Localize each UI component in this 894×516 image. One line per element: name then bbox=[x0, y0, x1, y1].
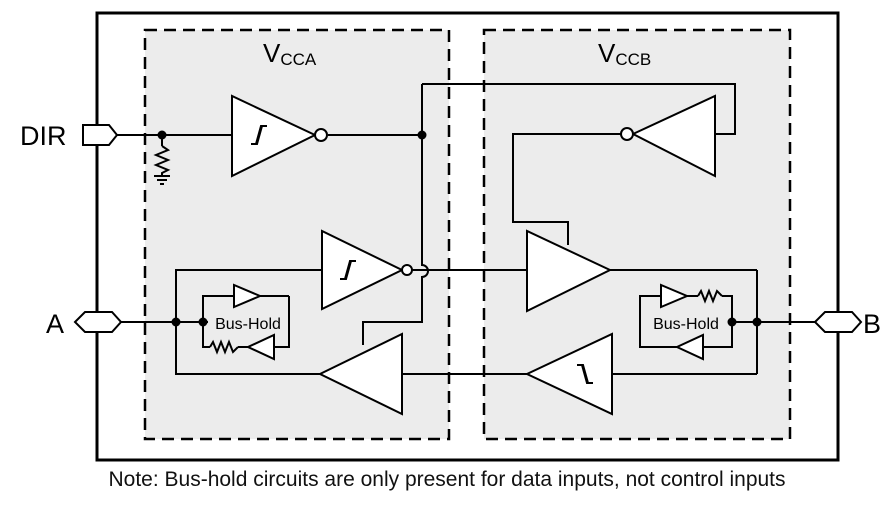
a-input-schmitt-buffer bbox=[321, 229, 413, 311]
a-output-driver bbox=[317, 332, 403, 416]
dir-pulldown-resistor bbox=[153, 145, 171, 185]
dir-pin: DIR bbox=[20, 121, 119, 151]
junction-dots bbox=[157, 130, 762, 327]
wires bbox=[116, 83, 816, 375]
a-pin: A bbox=[46, 309, 123, 339]
bus-hold-b-resistor bbox=[697, 288, 723, 304]
b-input-schmitt-buffer bbox=[524, 332, 613, 416]
dir-schmitt-inverter bbox=[231, 94, 328, 178]
vccb-label: VCCB bbox=[598, 38, 651, 69]
a-pin-label: A bbox=[46, 309, 64, 339]
bus-hold-a-label: Bus-Hold bbox=[215, 316, 281, 333]
bus-hold-b: Bus-Hold bbox=[646, 283, 726, 361]
bus-hold-a: Bus-Hold bbox=[208, 283, 288, 361]
vcca-domain bbox=[143, 28, 451, 441]
vccb-control-inverter bbox=[620, 94, 716, 178]
b-pin-label: B bbox=[863, 309, 881, 339]
bus-hold-a-resistor bbox=[209, 339, 239, 355]
bus-hold-b-label: Bus-Hold bbox=[653, 316, 719, 333]
vcca-label: VCCA bbox=[263, 38, 317, 69]
b-pin: B bbox=[813, 309, 881, 339]
b-output-driver bbox=[526, 229, 613, 313]
dir-pin-label: DIR bbox=[20, 121, 67, 151]
footnote: Note: Bus-hold circuits are only present… bbox=[108, 468, 786, 491]
